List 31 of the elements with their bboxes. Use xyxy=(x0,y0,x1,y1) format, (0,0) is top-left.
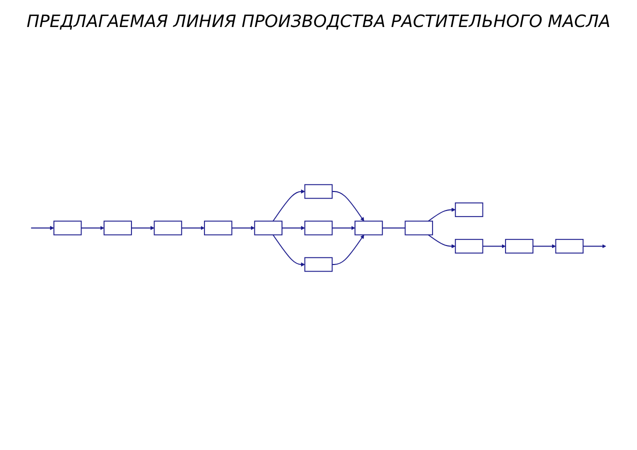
arrow xyxy=(30,226,54,230)
arrow xyxy=(532,244,556,248)
node-box xyxy=(254,220,282,236)
arrow xyxy=(80,226,104,230)
arrow xyxy=(332,226,356,230)
arrow xyxy=(130,226,154,230)
arrow xyxy=(181,226,205,230)
arrow xyxy=(272,189,305,222)
node-box xyxy=(104,220,132,236)
arrow xyxy=(332,191,364,222)
node-box xyxy=(454,202,484,218)
node-box xyxy=(53,220,82,236)
node-box xyxy=(555,238,584,254)
arrow xyxy=(428,234,456,248)
node-box xyxy=(204,220,232,236)
node-box xyxy=(154,220,182,236)
arrow xyxy=(282,226,305,230)
node-box xyxy=(505,238,534,254)
node-box xyxy=(304,220,333,236)
node-box xyxy=(454,238,484,254)
node-box xyxy=(404,220,434,236)
node-box xyxy=(354,220,383,236)
arrow xyxy=(482,244,506,248)
diagram-title: ПРЕДЛАГАЕМАЯ ЛИНИЯ ПРОИЗВОДСТВА РАСТИТЕЛЬНОГО МАСЛА xyxy=(26,12,612,32)
node-box xyxy=(304,257,333,272)
arrow xyxy=(272,234,305,266)
node-box xyxy=(304,184,333,199)
arrow xyxy=(428,208,456,222)
arrow xyxy=(231,226,255,230)
arrow xyxy=(582,244,606,248)
arrow xyxy=(332,234,364,265)
